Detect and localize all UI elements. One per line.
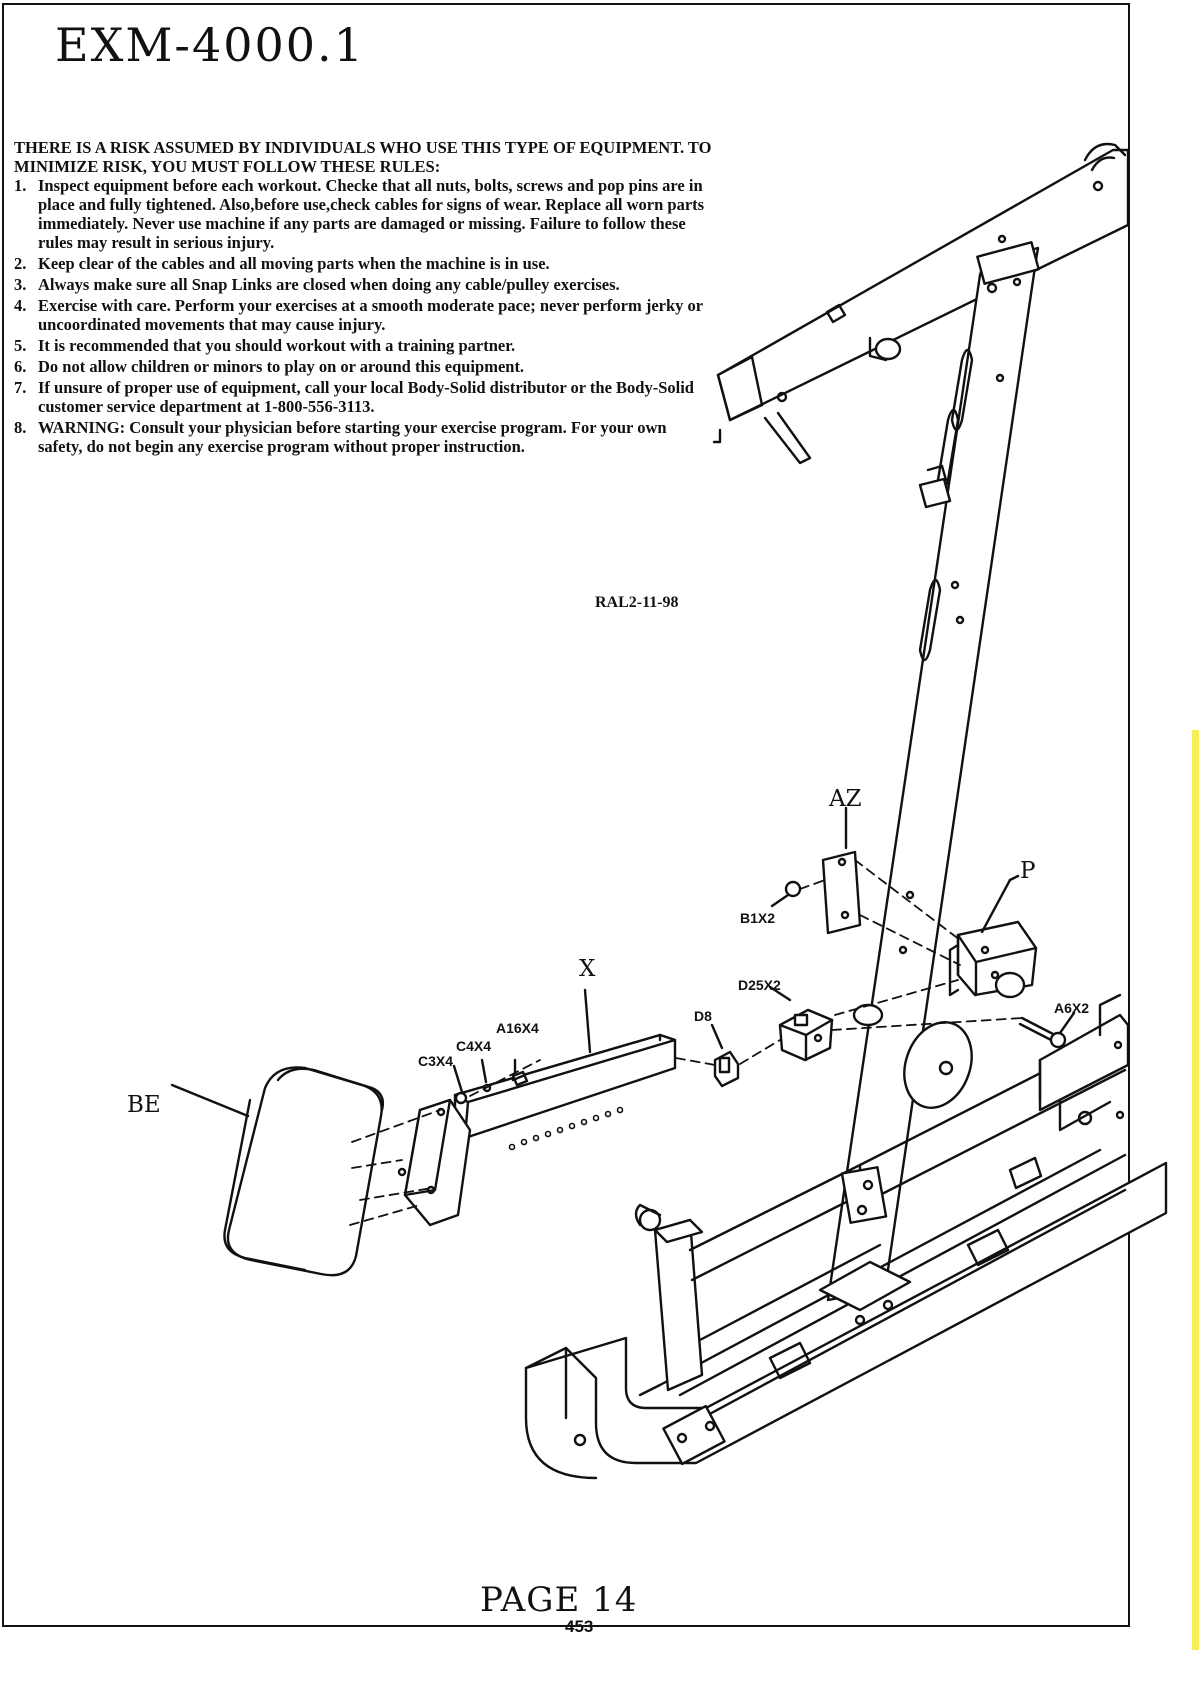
rule-text: Inspect equipment before each workout. C… xyxy=(38,176,705,252)
front-post xyxy=(634,1203,704,1392)
safety-warning: THERE IS A RISK ASSUMED BY INDIVIDUALS W… xyxy=(14,138,714,458)
right-frame-stub xyxy=(1038,993,1130,1132)
warning-rule: 2. Keep clear of the cables and all movin… xyxy=(14,254,714,273)
lower-rails xyxy=(688,1028,1127,1342)
warning-rules: 1. Inspect equipment before each workout.… xyxy=(14,176,714,456)
page-sub-number: 453 xyxy=(565,1617,594,1636)
rule-number: 8. xyxy=(14,418,27,437)
page-number: PAGE 14 xyxy=(480,1580,638,1620)
part-a6-bolt xyxy=(1018,1011,1076,1049)
part-x-tube xyxy=(453,988,677,1151)
warning-rule: 5. It is recommended that you should work… xyxy=(14,336,714,355)
warning-rule: 8. WARNING: Consult your physician before… xyxy=(14,418,714,456)
part-be-pad xyxy=(170,1066,385,1277)
warning-rule: 1. Inspect equipment before each workout.… xyxy=(14,176,714,252)
rule-number: 7. xyxy=(14,378,27,397)
label-c4: C4X4 xyxy=(456,1038,492,1054)
rule-text: Do not allow children or minors to play … xyxy=(38,357,525,376)
rule-text: It is recommended that you should workou… xyxy=(38,336,516,355)
page-title: EXM-4000.1 xyxy=(55,18,365,72)
assembly-guide-lines xyxy=(349,859,1023,1226)
label-az: AZ xyxy=(829,786,862,812)
label-x: X xyxy=(579,956,596,982)
rule-text: Always make sure all Snap Links are clos… xyxy=(38,275,620,294)
rule-number: 1. xyxy=(14,176,27,195)
part-d8-clip xyxy=(710,1023,740,1088)
label-be: BE xyxy=(127,1092,161,1118)
pulley-wheel xyxy=(903,1021,973,1109)
warning-rule: 4. Exercise with care. Perform your exerc… xyxy=(14,296,714,334)
part-b1-nut xyxy=(770,880,802,908)
rule-text: Exercise with care. Perform your exercis… xyxy=(38,296,703,334)
part-az-plate xyxy=(821,806,862,935)
revision-code: RAL2-11-98 xyxy=(595,594,679,611)
warning-rule: 7. If unsure of proper use of equipment, … xyxy=(14,378,714,416)
rule-text: WARNING: Consult your physician before s… xyxy=(38,418,667,456)
label-p: P xyxy=(1020,858,1036,884)
warning-rule: 3. Always make sure all Snap Links are cl… xyxy=(14,275,714,294)
upright-column xyxy=(826,241,1040,1302)
page-border xyxy=(2,3,1130,1627)
part-fasteners xyxy=(452,1058,529,1105)
warning-intro: THERE IS A RISK ASSUMED BY INDIVIDUALS W… xyxy=(14,138,712,176)
rule-number: 5. xyxy=(14,336,27,355)
part-d25-block xyxy=(768,985,834,1062)
label-a16: A16X4 xyxy=(496,1020,539,1036)
rule-number: 3. xyxy=(14,275,27,294)
part-x-plate xyxy=(397,1098,472,1227)
page-edge-highlight xyxy=(1192,730,1199,1650)
rule-number: 6. xyxy=(14,357,27,376)
label-c3: C3X4 xyxy=(418,1053,454,1069)
part-p-bracket xyxy=(948,874,1038,999)
rule-number: 2. xyxy=(14,254,27,273)
rule-number: 4. xyxy=(14,296,27,315)
rule-text: If unsure of proper use of equipment, ca… xyxy=(38,378,694,416)
base-frame xyxy=(524,1148,1168,1480)
label-d25: D25X2 xyxy=(738,977,781,993)
label-a6: A6X2 xyxy=(1054,1000,1090,1016)
arm-knob xyxy=(825,303,902,362)
rule-text: Keep clear of the cables and all moving … xyxy=(38,254,550,273)
top-arm-tube xyxy=(712,142,1130,465)
label-b1: B1X2 xyxy=(740,910,776,926)
warning-rule: 6. Do not allow children or minors to pla… xyxy=(14,357,714,376)
label-d8: D8 xyxy=(694,1008,712,1024)
